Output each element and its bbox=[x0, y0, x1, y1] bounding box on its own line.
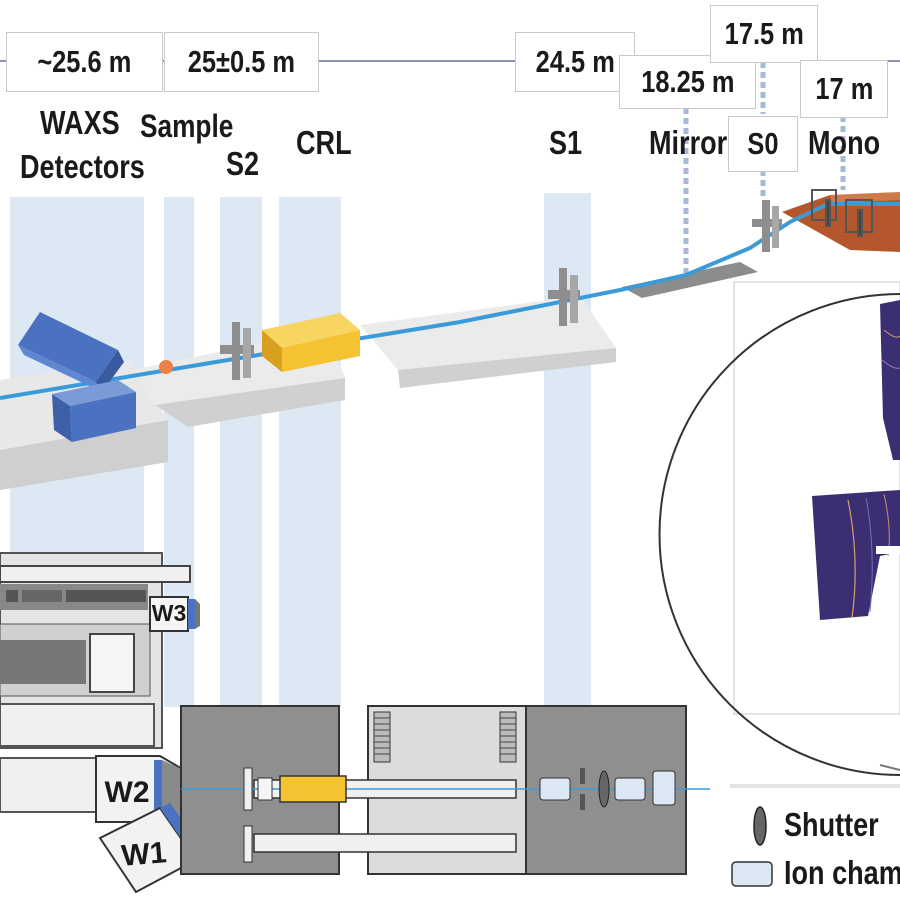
inset-gap-line bbox=[730, 784, 900, 788]
mono-label: Mono bbox=[808, 124, 881, 161]
diffraction-patch-lower bbox=[812, 490, 900, 620]
s0-slit bbox=[752, 200, 782, 252]
mirror-label: Mirror bbox=[649, 124, 728, 161]
sample-label: Sample bbox=[140, 108, 234, 144]
shutter-legend-icon bbox=[753, 806, 767, 846]
detectors-label: Detectors bbox=[20, 148, 145, 185]
w3-label: W3 bbox=[151, 600, 187, 626]
s2-slit bbox=[220, 322, 254, 380]
s1-label: S1 bbox=[549, 124, 583, 161]
s0-label: S0 bbox=[728, 116, 798, 172]
crl-topview bbox=[279, 775, 347, 803]
ion-chamber-legend-label: Ion chamb bbox=[784, 854, 900, 891]
ion-chamber-legend-icon bbox=[731, 861, 773, 887]
distance-mono: 17 m bbox=[800, 60, 888, 118]
waxs-detector-lower bbox=[52, 380, 136, 442]
table-s1 bbox=[360, 296, 616, 388]
shutter-legend-label: Shutter bbox=[784, 806, 879, 843]
w3-detector bbox=[149, 596, 200, 632]
ion-chamber-1 bbox=[539, 777, 571, 801]
s2-band bbox=[220, 197, 262, 707]
distance-mirror: 18.25 m bbox=[619, 55, 756, 109]
waxs-label: WAXS bbox=[40, 104, 120, 141]
crl-box bbox=[262, 313, 360, 372]
distance-s1: 24.5 m bbox=[515, 32, 635, 92]
ion-chamber-2 bbox=[614, 777, 646, 801]
distance-waxs: ~25.6 m bbox=[6, 32, 163, 92]
distance-s0: 17.5 m bbox=[710, 5, 818, 63]
mono-crystals bbox=[811, 189, 873, 237]
s1-slit bbox=[548, 268, 580, 326]
mirror-block bbox=[622, 262, 758, 298]
diffraction-inset bbox=[658, 281, 900, 776]
diffraction-patch-upper bbox=[880, 300, 900, 460]
mono-block bbox=[782, 192, 900, 252]
w1-label: W1 bbox=[120, 836, 168, 873]
sample-dot bbox=[159, 360, 173, 374]
lower-rail bbox=[253, 833, 517, 853]
crl-band bbox=[279, 197, 341, 707]
crl-label: CRL bbox=[296, 124, 352, 161]
w2-label: W2 bbox=[104, 776, 150, 809]
s2-label: S2 bbox=[226, 145, 260, 182]
waxs-detector-upper bbox=[18, 312, 124, 392]
shutter-topview bbox=[598, 770, 610, 808]
detector-stack bbox=[0, 552, 191, 813]
distance-sample: 25±0.5 m bbox=[164, 32, 319, 92]
s1-band bbox=[544, 193, 591, 705]
ion-chamber-3 bbox=[652, 770, 676, 806]
